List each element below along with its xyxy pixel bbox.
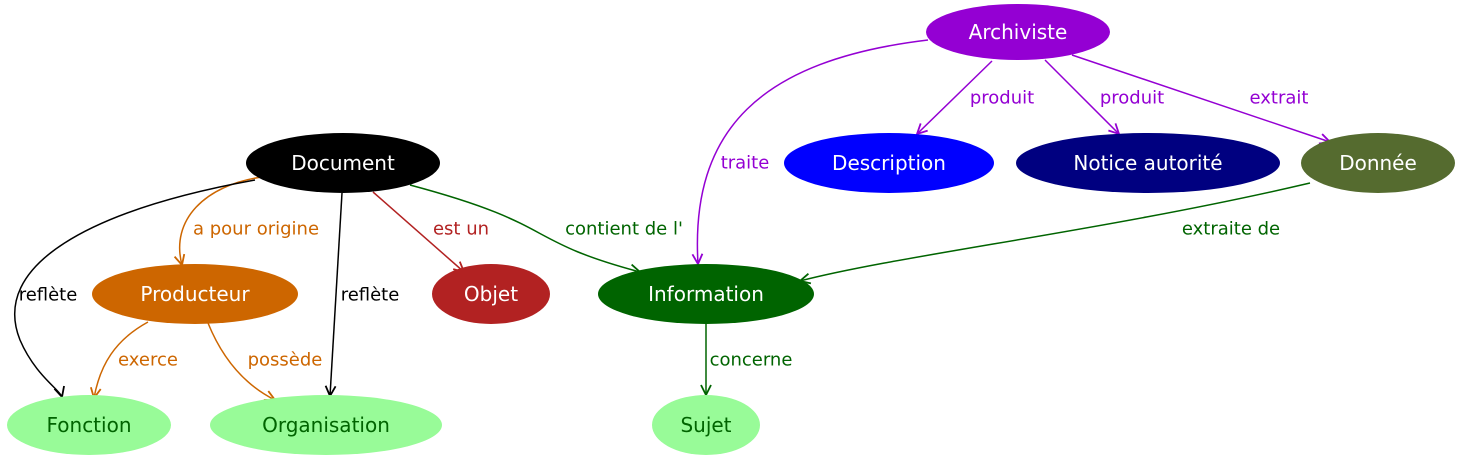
edge-donnee-information: extraite de bbox=[800, 182, 1311, 281]
edge-archiviste-notice: produit bbox=[1044, 59, 1164, 134]
edge-label-information-sujet: concerne bbox=[710, 350, 793, 371]
node-label-information: Information bbox=[648, 282, 764, 306]
node-fonction: Fonction bbox=[7, 395, 171, 455]
node-label-producteur: Producteur bbox=[140, 282, 250, 306]
edge-archiviste-information: traite bbox=[697, 39, 929, 264]
edge-producteur-fonction: exerce bbox=[94, 321, 178, 398]
node-label-fonction: Fonction bbox=[46, 413, 131, 437]
edge-line-archiviste-description bbox=[917, 60, 993, 134]
edge-document-objet: est un bbox=[372, 191, 489, 272]
edge-line-archiviste-donnee bbox=[1071, 54, 1330, 142]
node-shape-description bbox=[784, 133, 994, 193]
node-organisation: Organisation bbox=[210, 395, 442, 455]
edge-archiviste-donnee: extrait bbox=[1071, 54, 1330, 142]
edge-producteur-organisation: possède bbox=[207, 322, 323, 400]
edge-label-archiviste-notice: produit bbox=[1100, 88, 1164, 109]
node-label-objet: Objet bbox=[464, 282, 518, 306]
edge-label-producteur-organisation: possède bbox=[248, 350, 323, 371]
edge-label-document-fonction: reflète bbox=[19, 285, 78, 306]
edge-label-archiviste-description: produit bbox=[970, 88, 1034, 109]
node-producteur: Producteur bbox=[92, 264, 298, 324]
edge-label-document-information: contient de l' bbox=[565, 219, 683, 240]
node-label-archiviste: Archiviste bbox=[969, 20, 1068, 44]
edge-line-document-producteur bbox=[180, 176, 263, 265]
edge-label-document-producteur: a pour origine bbox=[193, 219, 319, 240]
edge-line-document-organisation bbox=[330, 192, 343, 396]
edge-label-archiviste-donnee: extrait bbox=[1250, 88, 1309, 109]
node-shape-document bbox=[246, 133, 440, 193]
edges-layer: produit produit extrait traite a pour origin… bbox=[14, 39, 1330, 400]
edge-document-producteur: a pour origine bbox=[180, 176, 319, 265]
edge-document-fonction: reflète bbox=[14, 179, 256, 397]
edge-line-donnee-information bbox=[800, 182, 1311, 281]
edge-document-organisation: reflète bbox=[330, 192, 400, 396]
edge-label-donnee-information: extraite de bbox=[1182, 219, 1280, 240]
node-donnee: Donnée bbox=[1301, 133, 1455, 193]
node-objet: Objet bbox=[432, 264, 550, 324]
node-shape-producteur bbox=[92, 264, 298, 324]
edge-line-document-information bbox=[409, 184, 640, 272]
edge-line-producteur-fonction bbox=[94, 321, 149, 398]
node-label-description: Description bbox=[832, 151, 946, 175]
edge-line-document-objet bbox=[372, 191, 464, 272]
node-shape-donnee bbox=[1301, 133, 1455, 193]
edge-document-information: contient de l' bbox=[409, 184, 683, 272]
edge-line-archiviste-information bbox=[697, 39, 929, 264]
node-notice-autorite: Notice autorité bbox=[1016, 133, 1280, 193]
node-shape-information bbox=[598, 264, 814, 324]
node-shape-notice-autorite bbox=[1016, 133, 1280, 193]
node-description: Description bbox=[784, 133, 994, 193]
edge-information-sujet: concerne bbox=[706, 324, 792, 395]
node-information: Information bbox=[598, 264, 814, 324]
edge-label-document-organisation: reflète bbox=[341, 285, 400, 306]
node-label-notice-autorite: Notice autorité bbox=[1073, 151, 1222, 175]
node-label-donnee: Donnée bbox=[1339, 151, 1417, 175]
node-sujet: Sujet bbox=[652, 395, 760, 455]
edge-line-producteur-organisation bbox=[207, 322, 275, 400]
node-archiviste: Archiviste bbox=[926, 4, 1110, 60]
edge-label-document-objet: est un bbox=[433, 219, 489, 240]
node-shape-sujet bbox=[652, 395, 760, 455]
edge-label-archiviste-information: traite bbox=[721, 153, 770, 174]
node-shape-archiviste bbox=[926, 4, 1110, 60]
node-label-document: Document bbox=[291, 151, 395, 175]
node-label-sujet: Sujet bbox=[680, 413, 731, 437]
edge-label-producteur-fonction: exerce bbox=[118, 350, 178, 371]
edge-line-archiviste-notice bbox=[1044, 59, 1119, 134]
node-document: Document bbox=[246, 133, 440, 193]
node-shape-fonction bbox=[7, 395, 171, 455]
edge-line-document-fonction bbox=[14, 179, 256, 397]
node-label-organisation: Organisation bbox=[262, 413, 390, 437]
edge-archiviste-description: produit bbox=[917, 60, 1034, 134]
node-shape-objet bbox=[432, 264, 550, 324]
node-shape-organisation bbox=[210, 395, 442, 455]
